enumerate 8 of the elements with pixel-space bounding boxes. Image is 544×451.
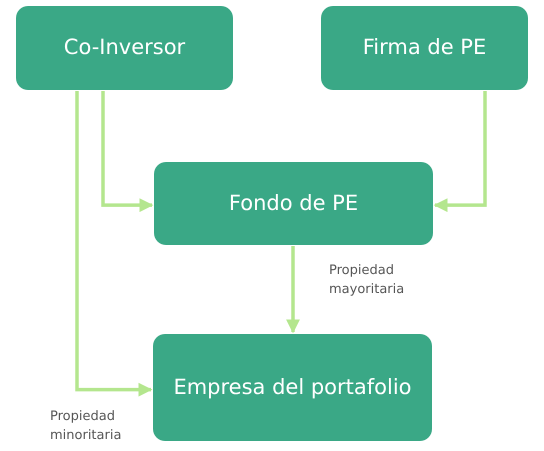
arrow	[101, 91, 154, 212]
process-box: Empresa del portafolio	[153, 334, 432, 441]
arrow	[286, 246, 300, 334]
process-box: Co-Inversor	[16, 6, 233, 90]
arrow	[434, 91, 487, 212]
process-box: Firma de PE	[321, 6, 528, 90]
arrow	[75, 91, 152, 397]
process-box: Fondo de PE	[154, 162, 433, 245]
